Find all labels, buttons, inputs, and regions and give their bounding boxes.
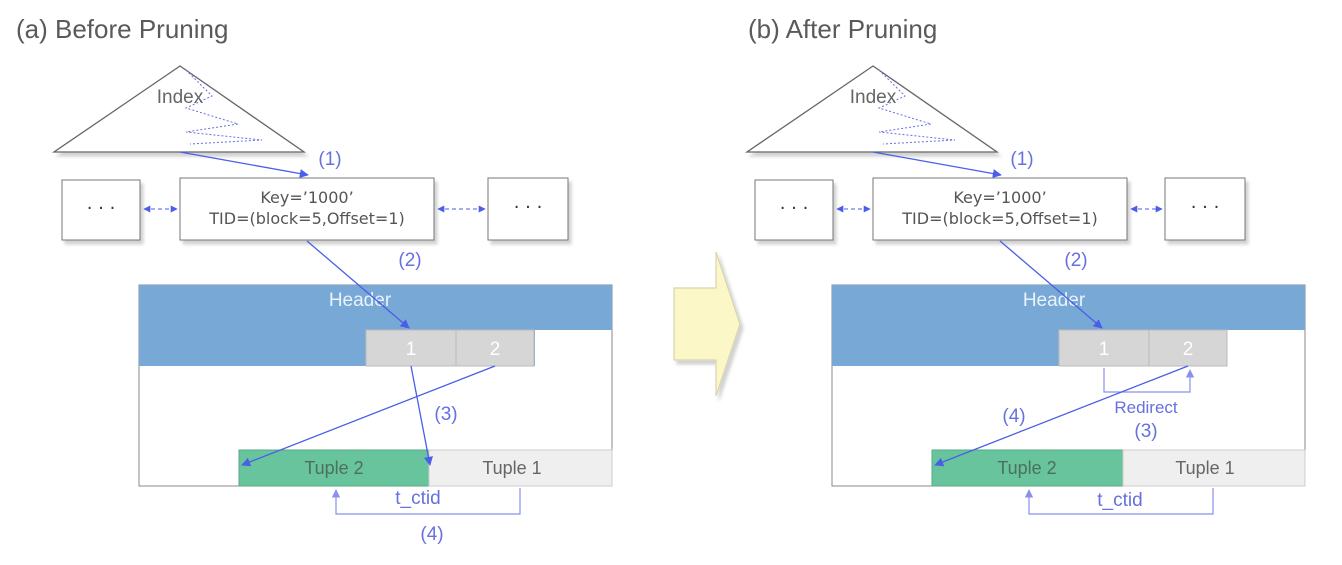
label-step1: (1) xyxy=(1010,149,1033,170)
index-label: Index xyxy=(157,87,204,108)
tuple-1 xyxy=(1122,449,1306,487)
line-pointer-2 xyxy=(1148,329,1228,367)
ctid-label: t_ctid xyxy=(395,488,440,509)
arrow-step2 xyxy=(999,240,1103,329)
tuple-2 xyxy=(238,449,430,487)
slot2-label: 2 xyxy=(1183,339,1194,360)
panel-after-pruning: (b) After Pruning Index · · · Key=’1000’… xyxy=(744,14,1306,515)
panel-title: (b) After Pruning xyxy=(748,14,937,44)
ctid-link xyxy=(331,488,521,515)
arrow-step2 xyxy=(306,240,410,329)
slot2-label: 2 xyxy=(490,339,501,360)
tuple2-label: Tuple 2 xyxy=(997,458,1056,478)
index-item-right xyxy=(1164,177,1246,241)
index-label: Index xyxy=(850,87,897,108)
arrow-slot2-to-tuple2 xyxy=(934,365,1189,467)
redirect-link xyxy=(1103,368,1195,393)
index-triangle xyxy=(744,65,1000,153)
transition-arrow xyxy=(673,251,741,397)
label-step4: (4) xyxy=(420,524,443,545)
index-tuple-box xyxy=(179,177,435,241)
tuple-2 xyxy=(931,449,1124,487)
index-item-right xyxy=(487,177,569,241)
index-key: Key=’1000’ xyxy=(953,188,1046,207)
panel-title: (a) Before Pruning xyxy=(16,14,228,44)
arrow-step1 xyxy=(179,151,309,179)
index-item-left xyxy=(754,179,834,241)
label-step2: (2) xyxy=(1064,250,1087,271)
line-pointer-1 xyxy=(1058,329,1150,367)
ellipsis-right: · · · xyxy=(514,197,543,218)
panel-before-pruning: (a) Before Pruning Index · · · Key=’1000… xyxy=(16,14,613,545)
tuple1-label: Tuple 1 xyxy=(1175,458,1234,478)
index-tid: TID=(block=5,Offset=1) xyxy=(208,209,404,228)
redirect-label: Redirect xyxy=(1114,398,1178,417)
arrow-slot2-to-tuple2 xyxy=(241,365,496,467)
header-label: Header xyxy=(1023,290,1086,311)
arrow-slot1-to-tuple1 xyxy=(410,365,433,466)
header-label: Header xyxy=(329,290,392,311)
index-scan-path xyxy=(877,69,956,145)
tuple2-label: Tuple 2 xyxy=(304,458,363,478)
label-step3: (3) xyxy=(434,404,457,425)
tuple1-label: Tuple 1 xyxy=(482,458,541,478)
index-tuple-box xyxy=(872,177,1128,241)
ellipsis-left: · · · xyxy=(780,198,809,219)
label-step3: (3) xyxy=(1134,421,1157,442)
ctid-link xyxy=(1024,488,1214,515)
index-item-left xyxy=(61,179,141,241)
index-key: Key=’1000’ xyxy=(260,188,353,207)
index-triangle xyxy=(51,65,307,153)
label-step2: (2) xyxy=(398,250,421,271)
ctid-label: t_ctid xyxy=(1097,490,1142,511)
line-pointer-1 xyxy=(365,329,457,367)
index-scan-path xyxy=(184,69,263,145)
tuple-1 xyxy=(428,449,613,487)
label-step4: (4) xyxy=(1002,406,1025,427)
arrow-step1 xyxy=(872,151,1002,179)
index-tree: Index xyxy=(51,65,307,153)
index-tid: TID=(block=5,Offset=1) xyxy=(901,209,1097,228)
ellipsis-right: · · · xyxy=(1191,197,1220,218)
line-pointer-2 xyxy=(455,329,535,367)
slot1-label: 1 xyxy=(1099,339,1110,360)
slot1-label: 1 xyxy=(406,339,417,360)
index-tree: Index xyxy=(744,65,1000,153)
ellipsis-left: · · · xyxy=(87,198,116,219)
label-step1: (1) xyxy=(318,149,341,170)
